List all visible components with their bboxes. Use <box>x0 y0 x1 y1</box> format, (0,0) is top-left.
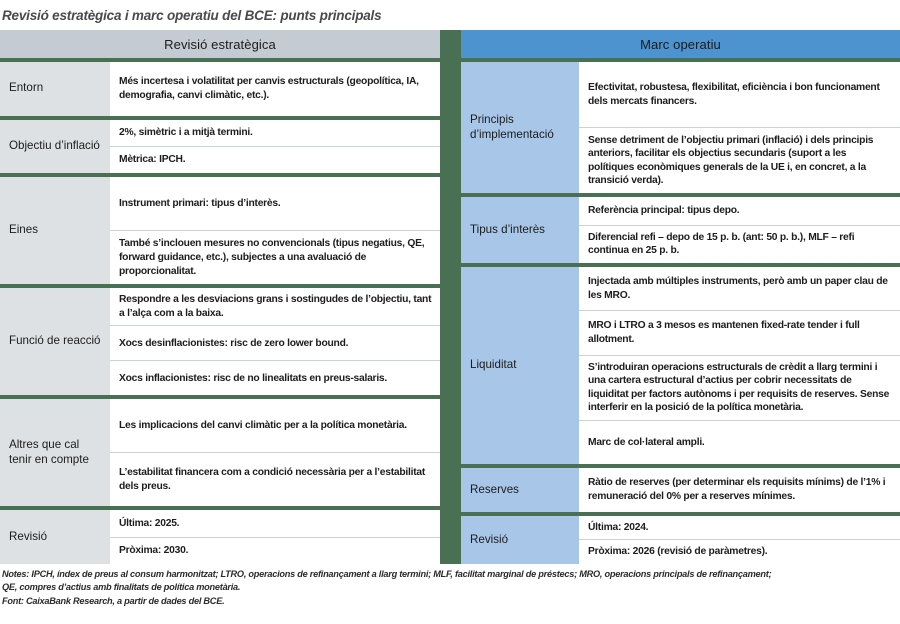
table-cell: Pròxima: 2030. <box>110 537 440 565</box>
row-cells: Respondre a les desviacions grans i sost… <box>110 288 440 396</box>
table-row: Objectiu d’inflació 2%, simètric i a mit… <box>0 119 440 174</box>
table-row: Principis d’implementació Efectivitat, r… <box>461 62 900 194</box>
notes-line-1: Notes: IPCH, índex de preus al consum ha… <box>2 569 772 579</box>
table-row: Funció de reacció Respondre a les desvia… <box>0 288 440 396</box>
table-row: Revisió Última: 2025. Pròxima: 2030. <box>0 510 440 565</box>
row-label: Principis d’implementació <box>461 62 579 194</box>
row-cells: Efectivitat, robustesa, flexibilitat, ef… <box>579 62 900 194</box>
row-cells: 2%, simètric i a mitjà termini. Mètrica:… <box>110 119 440 174</box>
table-row: Entorn Més incertesa i volatilitat per c… <box>0 62 440 116</box>
table-cell: L’estabilitat financera com a condició n… <box>110 453 440 507</box>
table-row: Revisió Última: 2024. Pròxima: 2026 (rev… <box>461 515 900 564</box>
row-cells: Última: 2024. Pròxima: 2026 (revisió de … <box>579 515 900 564</box>
table-cell: Les implicacions del canvi climàtic per … <box>110 399 440 454</box>
table-cell: Xocs inflacionistes: risc de no linealit… <box>110 361 440 396</box>
table-row: Altres que cal tenir en compte Les impli… <box>0 399 440 507</box>
row-cells: Més incertesa i volatilitat per canvis e… <box>110 62 440 116</box>
row-cells: Última: 2025. Pròxima: 2030. <box>110 510 440 565</box>
page-title: Revisió estratègica i marc operatiu del … <box>2 7 382 23</box>
table-cell: S’introduiran operacions estructurals de… <box>579 355 900 421</box>
table-cell: Instrument primari: tipus d’interès. <box>110 177 440 232</box>
footnotes: Notes: IPCH, índex de preus al consum ha… <box>0 564 900 624</box>
row-cells: Injectada amb múltiples instruments, per… <box>579 267 900 465</box>
row-label: Tipus d’interès <box>461 197 579 264</box>
row-label: Objectiu d’inflació <box>0 119 110 174</box>
table-cell: Diferencial refi – depo de 15 p. b. (ant… <box>579 225 900 264</box>
table-cell: Marc de col·lateral ampli. <box>579 420 900 465</box>
table-cell: També s’inclouen mesures no convencional… <box>110 231 440 285</box>
row-cells: Referència principal: tipus depo. Difere… <box>579 197 900 264</box>
operational-framework-rows: Principis d’implementació Efectivitat, r… <box>461 62 900 564</box>
table-cell: Efectivitat, robustesa, flexibilitat, ef… <box>579 62 900 129</box>
row-label: Altres que cal tenir en compte <box>0 399 110 507</box>
row-cells: Instrument primari: tipus d’interès. Tam… <box>110 177 440 285</box>
notes-line-2: QE, compres d’actius amb finalitats de p… <box>2 582 241 593</box>
operational-framework-table: Marc operatiu Principis d’implementació … <box>461 30 900 564</box>
row-label: Funció de reacció <box>0 288 110 396</box>
row-label: Liquiditat <box>461 267 579 465</box>
table-cell: Ràtio de reserves (per determinar els re… <box>579 468 900 512</box>
table-cell: MRO i LTRO a 3 mesos es mantenen fixed-r… <box>579 311 900 356</box>
row-label: Revisió <box>461 515 579 564</box>
row-label: Eines <box>0 177 110 285</box>
table-row: Reserves Ràtio de reserves (per determin… <box>461 468 900 512</box>
table-cell: Pròxima: 2026 (revisió de paràmetres). <box>579 540 900 564</box>
table-row: Tipus d’interès Referència principal: ti… <box>461 197 900 264</box>
strategic-review-header: Revisió estratègica <box>0 30 440 58</box>
row-cells: Les implicacions del canvi climàtic per … <box>110 399 440 507</box>
table-row: Liquiditat Injectada amb múltiples instr… <box>461 267 900 465</box>
operational-framework-header: Marc operatiu <box>461 30 900 58</box>
row-cells: Ràtio de reserves (per determinar els re… <box>579 468 900 512</box>
row-label: Entorn <box>0 62 110 116</box>
table-cell: Última: 2024. <box>579 515 900 541</box>
source-line: Font: CaixaBank Research, a partir de da… <box>2 595 225 606</box>
table-cell: Respondre a les desviacions grans i sost… <box>110 288 440 327</box>
row-label: Revisió <box>0 510 110 565</box>
strategic-review-rows: Entorn Més incertesa i volatilitat per c… <box>0 62 440 565</box>
table-row: Eines Instrument primari: tipus d’interè… <box>0 177 440 285</box>
table-cell: Xocs desinflacionistes: risc de zero low… <box>110 326 440 362</box>
table-cell: Injectada amb múltiples instruments, per… <box>579 267 900 312</box>
row-label: Reserves <box>461 468 579 512</box>
strategic-review-table: Revisió estratègica Entorn Més incertesa… <box>0 30 440 565</box>
title-bar: Revisió estratègica i marc operatiu del … <box>0 0 900 30</box>
table-cell: Referència principal: tipus depo. <box>579 197 900 226</box>
table-cell: Més incertesa i volatilitat per canvis e… <box>110 62 440 116</box>
table-cell: Mètrica: IPCH. <box>110 146 440 174</box>
tables-container: Revisió estratègica Entorn Més incertesa… <box>0 30 900 565</box>
table-cell: Última: 2025. <box>110 510 440 538</box>
table-cell: Sense detriment de l’objectiu primari (i… <box>579 128 900 194</box>
table-cell: 2%, simètric i a mitjà termini. <box>110 119 440 147</box>
